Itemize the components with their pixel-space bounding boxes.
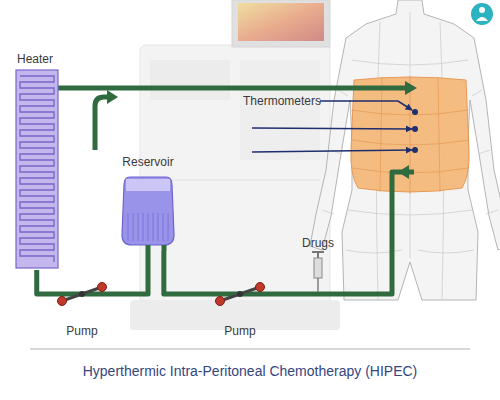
reservoir-outlet xyxy=(148,245,164,251)
reservoir-top xyxy=(126,179,170,191)
machine-monitor xyxy=(232,0,330,47)
pump-hub xyxy=(79,291,85,297)
pump-roller xyxy=(58,297,67,306)
thermometer-leads xyxy=(252,101,412,152)
thermometer-lead xyxy=(252,128,412,129)
tubing xyxy=(58,88,414,294)
node-label: Drugs xyxy=(294,236,342,250)
pump-tube xyxy=(210,292,270,297)
reservoir-bag-shape xyxy=(122,177,174,245)
tube-connector xyxy=(37,270,52,294)
body-mesh xyxy=(322,12,498,300)
abdomen-mesh xyxy=(352,76,469,194)
machine-panel xyxy=(150,60,230,100)
drug-syringe: Drugs xyxy=(294,236,342,292)
caption-rule xyxy=(30,349,470,350)
machine-seam xyxy=(150,180,320,181)
tube-connector xyxy=(164,251,210,294)
pump-rotor-arm xyxy=(220,287,260,301)
machine-panel xyxy=(240,60,320,160)
heater-coil xyxy=(20,76,54,262)
syringe-barrel xyxy=(314,258,322,278)
roller-pump: Pump xyxy=(52,280,112,338)
pump-rotor-arm xyxy=(62,287,102,301)
logo-mark xyxy=(479,7,485,13)
mesh-line xyxy=(472,90,498,214)
logo-circle xyxy=(471,3,493,25)
thermometer-probe xyxy=(412,147,418,153)
pump-roller xyxy=(98,283,107,292)
thermometer-lead xyxy=(320,101,412,110)
pump-hub xyxy=(237,291,243,297)
site-logo xyxy=(471,3,493,25)
node-label: Pump xyxy=(52,324,112,338)
inflow-tube xyxy=(58,86,406,91)
thermometer-probe xyxy=(412,109,418,115)
flow-arrowhead xyxy=(398,165,409,179)
mesh-line xyxy=(352,140,469,145)
recirculation-tube xyxy=(95,97,108,150)
node-outline xyxy=(104,155,192,251)
pump-roller xyxy=(256,283,265,292)
reservoir-ribs xyxy=(128,213,168,241)
syringe-plunger-cap xyxy=(312,251,324,253)
roller-pump: Pump xyxy=(210,280,270,338)
outflow-tube xyxy=(270,172,414,294)
tube-connector xyxy=(112,251,148,294)
connector-group xyxy=(37,251,210,294)
monitor-screen xyxy=(238,3,324,41)
flow-arrowhead xyxy=(107,90,118,104)
mesh-line xyxy=(322,90,348,214)
node-label: Reservoir xyxy=(104,155,192,169)
pump-roller xyxy=(216,297,225,306)
logo-mark xyxy=(476,17,488,21)
machine-body xyxy=(140,45,330,307)
thermometer-probe xyxy=(412,126,418,132)
heater-unit: Heater xyxy=(6,52,64,270)
callout-label: Thermometers xyxy=(243,94,321,108)
flow-arrowhead xyxy=(405,81,417,95)
pump-tube xyxy=(52,292,112,297)
mesh-line xyxy=(380,76,440,194)
thermometer-lead xyxy=(252,150,412,152)
node-outline xyxy=(6,52,64,270)
node-label: Pump xyxy=(210,324,270,338)
mesh-line xyxy=(418,250,474,253)
node-label: Heater xyxy=(6,52,64,66)
heater-casing xyxy=(16,70,58,268)
diagram-caption: Hyperthermic Intra-Peritoneal Chemothera… xyxy=(0,362,500,380)
syringe-needle xyxy=(317,278,318,292)
reservoir-bag: Reservoir xyxy=(104,155,192,251)
